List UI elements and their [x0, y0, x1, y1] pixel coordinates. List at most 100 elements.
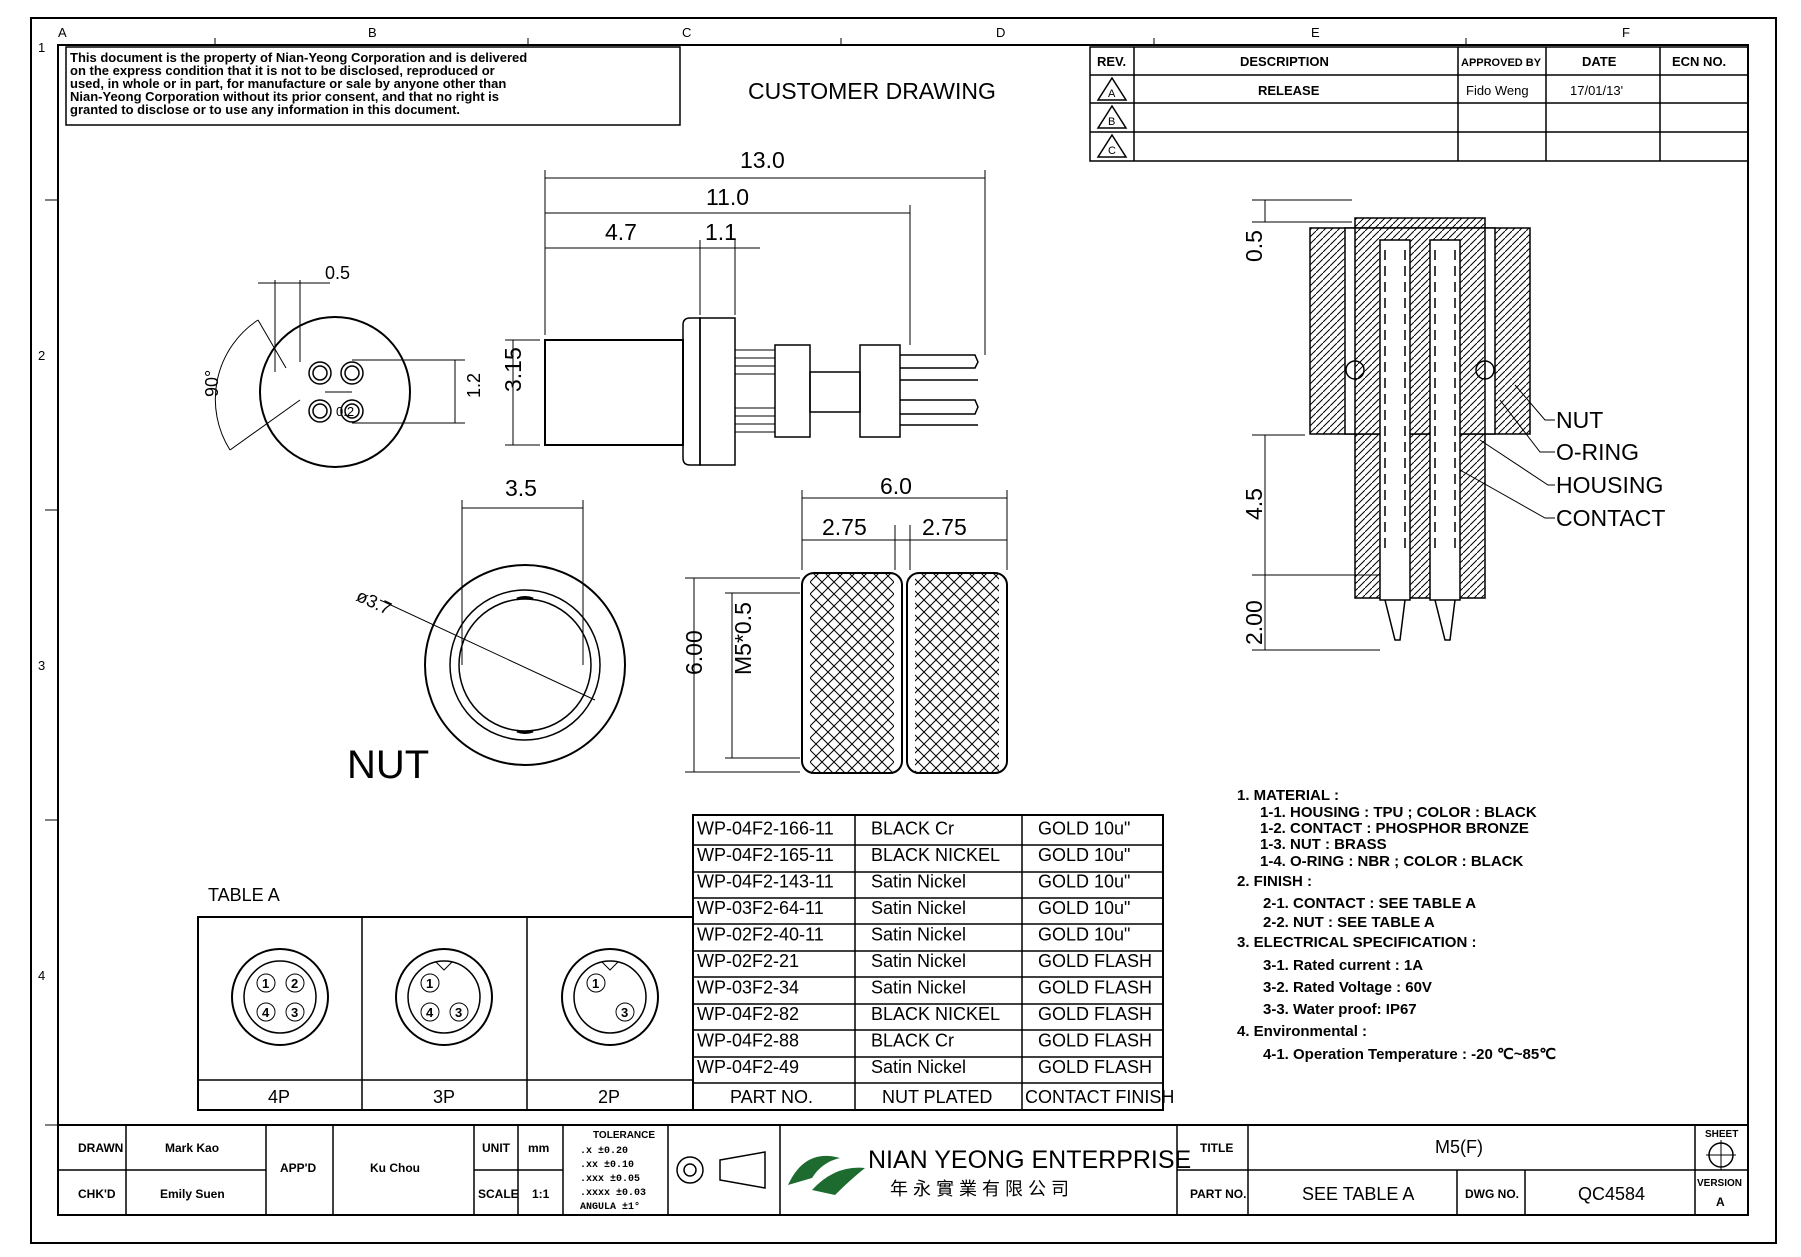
nut-plated-cell: Satin Nickel	[871, 951, 966, 971]
table-a-title: TABLE A	[208, 885, 280, 905]
company-name-cn: 年 永 實 業 有 限 公 司	[890, 1179, 1069, 1199]
notice-line: on the express condition that it is not …	[70, 63, 495, 78]
zone-col-d: D	[996, 25, 1005, 40]
title-value: M5(F)	[1435, 1137, 1483, 1157]
tolerance-line: .xxxx ±0.03	[580, 1188, 646, 1199]
part-number-cell: WP-04F2-82	[697, 1004, 799, 1024]
nut-plated-cell: Satin Nickel	[871, 898, 966, 918]
part-number-cell: WP-03F2-34	[697, 978, 799, 998]
description-header: DESCRIPTION	[1240, 54, 1329, 69]
rev-header: REV.	[1097, 54, 1126, 69]
dim-thread: M5*0.5	[730, 602, 756, 675]
contact-finish-cell: GOLD FLASH	[1038, 1004, 1152, 1024]
zone-col-a: A	[58, 25, 67, 40]
part-number-cell: WP-04F2-166-11	[697, 819, 834, 839]
pin-number: 3	[621, 1005, 628, 1020]
dim-section-b: 4.5	[1241, 488, 1267, 520]
date-header: DATE	[1582, 54, 1617, 69]
dim-section-a: 0.5	[1241, 230, 1267, 262]
connector-side-view	[505, 170, 986, 466]
part-number-cell: WP-03F2-64-11	[697, 898, 824, 918]
dim-pin-pitch: 1.2	[464, 373, 484, 398]
tolerance-line: .x ±0.20	[580, 1146, 628, 1157]
pin-number: 1	[426, 976, 433, 991]
approved-header: APPROVED BY	[1461, 57, 1542, 69]
note-line: 4. Environmental :	[1237, 1023, 1367, 1040]
nut-plated-cell: Satin Nickel	[871, 872, 966, 892]
rev-a-approved: Fido Weng	[1466, 83, 1529, 98]
zone-row-2: 2	[38, 348, 45, 363]
revision-headers: REV. DESCRIPTION APPROVED BY DATE ECN NO…	[1097, 54, 1726, 69]
rev-c: C	[1108, 145, 1116, 157]
table-a-pins: 1 2 4 3 1 4 3 1 3	[262, 976, 628, 1020]
dim-nut-half-b: 2.75	[922, 514, 967, 540]
contact-finish-cell: GOLD 10u"	[1038, 925, 1130, 945]
company-name: NIAN YEONG ENTERPRISE	[868, 1146, 1191, 1174]
company-logo	[788, 1155, 865, 1195]
pin-number: 3	[291, 1005, 298, 1020]
note-line: 2-2. NUT : SEE TABLE A	[1263, 914, 1435, 931]
notice-line: granted to disclose or to use any inform…	[70, 102, 460, 117]
dim-nut-height: 6.00	[681, 630, 707, 675]
sheet-label: SHEET	[1705, 1129, 1738, 1140]
dim-pin-gap: 0.2	[336, 404, 354, 419]
revision-table	[1089, 46, 1749, 162]
label-nut: NUT	[1556, 407, 1603, 433]
label-housing: HOUSING	[1556, 472, 1663, 498]
contact-finish-cell: GOLD FLASH	[1038, 978, 1152, 998]
part-number-cell: WP-04F2-88	[697, 1031, 799, 1051]
title-block	[57, 1124, 1749, 1216]
pin-number: 4	[426, 1005, 434, 1020]
contact-finish-cell: GOLD FLASH	[1038, 1057, 1152, 1077]
parts-table-rows: WP-04F2-166-11 BLACK Cr GOLD 10u" WP-04F2-1…	[697, 819, 1152, 1078]
contact-finish-cell: GOLD 10u"	[1038, 819, 1130, 839]
nut-plated-cell: Satin Nickel	[871, 1057, 966, 1077]
dim-nut-half-a: 2.75	[822, 514, 867, 540]
notice-box	[65, 46, 681, 126]
nut-plated-cell: BLACK NICKEL	[871, 1004, 1000, 1024]
drawing-title: CUSTOMER DRAWING	[748, 78, 996, 104]
pin-number: 4	[262, 1005, 270, 1020]
dim-collar: 1.1	[705, 219, 737, 245]
dim-body-height: 3.15	[500, 347, 526, 392]
unit-value: mm	[528, 1141, 549, 1155]
rev-a-description: RELEASE	[1258, 83, 1320, 98]
note-line: 2-1. CONTACT : SEE TABLE A	[1263, 895, 1476, 912]
table-a-label-4p: 4P	[268, 1087, 290, 1107]
revision-rows: A RELEASE Fido Weng 17/01/13' B C	[1108, 83, 1623, 157]
part-number-cell: WP-04F2-165-11	[697, 845, 834, 865]
dim-body-length: 11.0	[706, 184, 749, 210]
tolerance-line: ANGULA ±1°	[580, 1201, 640, 1213]
contact-finish-cell: GOLD FLASH	[1038, 951, 1152, 971]
note-line: 3-3. Water proof: IP67	[1263, 1001, 1417, 1018]
appd-label: APP'D	[280, 1161, 317, 1175]
note-line: 1. MATERIAL :	[1237, 787, 1339, 804]
tolerance-line: .xxx ±0.05	[580, 1174, 640, 1185]
note-line: 1-2. CONTACT : PHOSPHOR BRONZE	[1260, 820, 1529, 837]
part-number-cell: WP-02F2-40-11	[697, 925, 824, 945]
dim-nut-length: 6.0	[880, 473, 912, 499]
partno-value: SEE TABLE A	[1302, 1184, 1414, 1204]
table-a-label-3p: 3P	[433, 1087, 455, 1107]
ecn-header: ECN NO.	[1672, 54, 1726, 69]
pin-number: 1	[262, 976, 269, 991]
dim-section-c: 2.00	[1241, 600, 1267, 645]
scale-label: SCALE	[478, 1187, 519, 1201]
title-label: TITLE	[1200, 1141, 1233, 1155]
nut-side-view	[685, 490, 1008, 774]
contact-finish-cell: GOLD 10u"	[1038, 898, 1130, 918]
dwgno-label: DWG NO.	[1465, 1187, 1519, 1201]
table-a-label-2p: 2P	[598, 1087, 620, 1107]
notice-line: Nian-Yeong Corporation without its prior…	[70, 89, 499, 104]
pin-number: 1	[592, 976, 599, 991]
dim-nut-dia: ø3.7	[353, 585, 394, 618]
label-o-ring: O-RING	[1556, 439, 1639, 465]
nut-plated-cell: BLACK Cr	[871, 819, 954, 839]
version-value: A	[1716, 1195, 1725, 1209]
zone-col-b: B	[368, 25, 377, 40]
notes: 1. MATERIAL : 1-1. HOUSING : TPU ; COLOR…	[1237, 787, 1556, 1063]
nut-front-view	[379, 500, 626, 766]
note-line: 4-1. Operation Temperature : -20 ℃~85℃	[1263, 1046, 1556, 1063]
parts-header-nut-plated: NUT PLATED	[882, 1087, 992, 1107]
